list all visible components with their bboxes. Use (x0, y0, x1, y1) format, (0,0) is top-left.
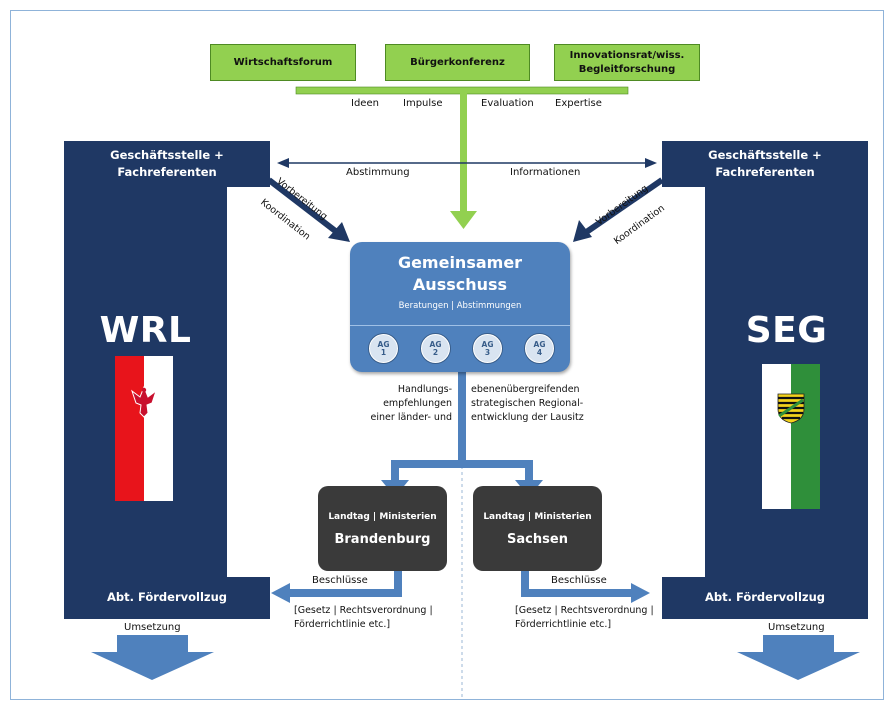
brandenburg-box: Landtag | Ministerien Brandenburg (318, 486, 447, 571)
recommendation-left-line3: einer länder- und (370, 411, 452, 423)
gesetz-left: [Gesetz | Rechtsverordnung | Förderricht… (294, 604, 433, 632)
label-ideen: Ideen (351, 98, 379, 109)
umsetzung-left-arrow (91, 635, 214, 680)
left-wrl-column: WRL (64, 186, 227, 618)
recommendation-right-line3: entwicklung der Lausitz (471, 411, 584, 423)
abstimmung-arrowhead-right (645, 158, 657, 168)
committee-subtitle: Beratungen | Abstimmungen (398, 301, 522, 312)
wirtschaftsforum-label: Wirtschaftsforum (233, 56, 333, 68)
right-diagonal-head (573, 220, 592, 242)
gesetz-right: [Gesetz | Rechtsverordnung | Förderricht… (515, 604, 654, 632)
green-vertical-shaft (460, 93, 467, 213)
seg-acronym: SEG (745, 310, 828, 351)
wrl-acronym: WRL (99, 310, 192, 351)
left-header-line2: Fachreferenten (117, 165, 217, 180)
green-arrow-head (450, 211, 477, 229)
blue-vertical-shaft (458, 370, 466, 464)
buergerkonferenz-box: Bürgerkonferenz (385, 44, 530, 81)
left-foerdervollzug: Abt. Fördervollzug (64, 577, 270, 619)
beschluesse-right-head (631, 583, 650, 603)
recommendation-right-line1: ebenenübergreifenden (471, 384, 580, 395)
label-evaluation: Evaluation (481, 98, 534, 109)
recommendation-left-line2: empfehlungen (383, 397, 452, 409)
abstimmung-arrowhead-left (277, 158, 289, 168)
right-seg-column: SEG (705, 186, 868, 618)
label-abstimmung: Abstimmung (346, 167, 410, 178)
beschluesse-left-label: Beschlüsse (312, 575, 368, 586)
right-geschaeftsstelle: Geschäftsstelle + Fachreferenten (662, 141, 868, 187)
recommendation-left: Handlungs- empfehlungen einer länder- un… (340, 383, 452, 424)
label-informationen: Informationen (510, 167, 581, 178)
gesetz-right-line1: [Gesetz | Rechtsverordnung | (515, 605, 654, 616)
wirtschaftsforum-box: Wirtschaftsforum (210, 44, 356, 81)
sachsen-box: Landtag | Ministerien Sachsen (473, 486, 602, 571)
blue-horizontal-split (391, 460, 533, 468)
gesetz-left-line2: Förderrichtlinie etc.] (294, 618, 391, 630)
left-diagonal-shaft (267, 177, 340, 236)
committee-title-line2: Ausschuss (412, 274, 508, 294)
right-diagonal-shaft (583, 177, 664, 236)
right-header-line1: Geschäftsstelle + (708, 148, 822, 162)
left-geschaeftsstelle: Geschäftsstelle + Fachreferenten (64, 141, 270, 187)
gemeinsamer-ausschuss-box: Gemeinsamer Ausschuss Beratungen | Absti… (350, 242, 570, 372)
right-foerdervollzug: Abt. Fördervollzug (662, 577, 868, 619)
gesetz-left-line1: [Gesetz | Rechtsverordnung | (294, 605, 433, 616)
left-umsetzung-label: Umsetzung (124, 622, 181, 633)
brandenburg-line2: Brandenburg (334, 532, 431, 547)
label-impulse: Impulse (403, 98, 443, 109)
buergerkonferenz-label: Bürgerkonferenz (410, 56, 505, 68)
brandenburg-flag (115, 356, 173, 501)
brandenburg-line1: Landtag | Ministerien (328, 512, 437, 522)
committee-divider (350, 325, 570, 326)
innovationsrat-label-line1: Innovationsrat/wiss. (569, 50, 685, 61)
recommendation-right-line2: strategischen Regional- (471, 397, 584, 409)
right-footer-label: Abt. Fördervollzug (704, 590, 826, 604)
saxony-coat-of-arms-icon (777, 393, 805, 424)
left-footer-label: Abt. Fördervollzug (106, 590, 228, 604)
sachsen-line1: Landtag | Ministerien (483, 512, 592, 522)
innovationsrat-label-line2: Begleitforschung (578, 63, 676, 75)
green-collector-bar (295, 86, 629, 95)
left-diagonal-head (328, 222, 350, 242)
umsetzung-right-arrow (737, 635, 860, 680)
sachsen-line2: Sachsen (507, 532, 568, 547)
recommendation-left-line1: Handlungs- (397, 384, 452, 395)
recommendation-right: ebenenübergreifenden strategischen Regio… (471, 383, 606, 424)
right-header-line2: Fachreferenten (715, 165, 815, 180)
label-expertise: Expertise (555, 98, 602, 109)
eagle-icon (131, 385, 157, 418)
beschluesse-left-head (271, 583, 290, 603)
left-header-line1: Geschäftsstelle + (110, 148, 224, 162)
committee-title-line1: Gemeinsamer (397, 253, 523, 272)
gesetz-right-line2: Förderrichtlinie etc.] (515, 618, 612, 630)
sachsen-flag (762, 364, 820, 509)
beschluesse-left-shaft (288, 589, 402, 597)
right-umsetzung-label: Umsetzung (768, 622, 825, 633)
beschluesse-right-label: Beschlüsse (551, 575, 607, 586)
beschluesse-right-shaft (521, 589, 633, 597)
diagram-frame (10, 10, 884, 700)
innovationsrat-box: Innovationsrat/wiss. Begleitforschung (554, 44, 700, 81)
